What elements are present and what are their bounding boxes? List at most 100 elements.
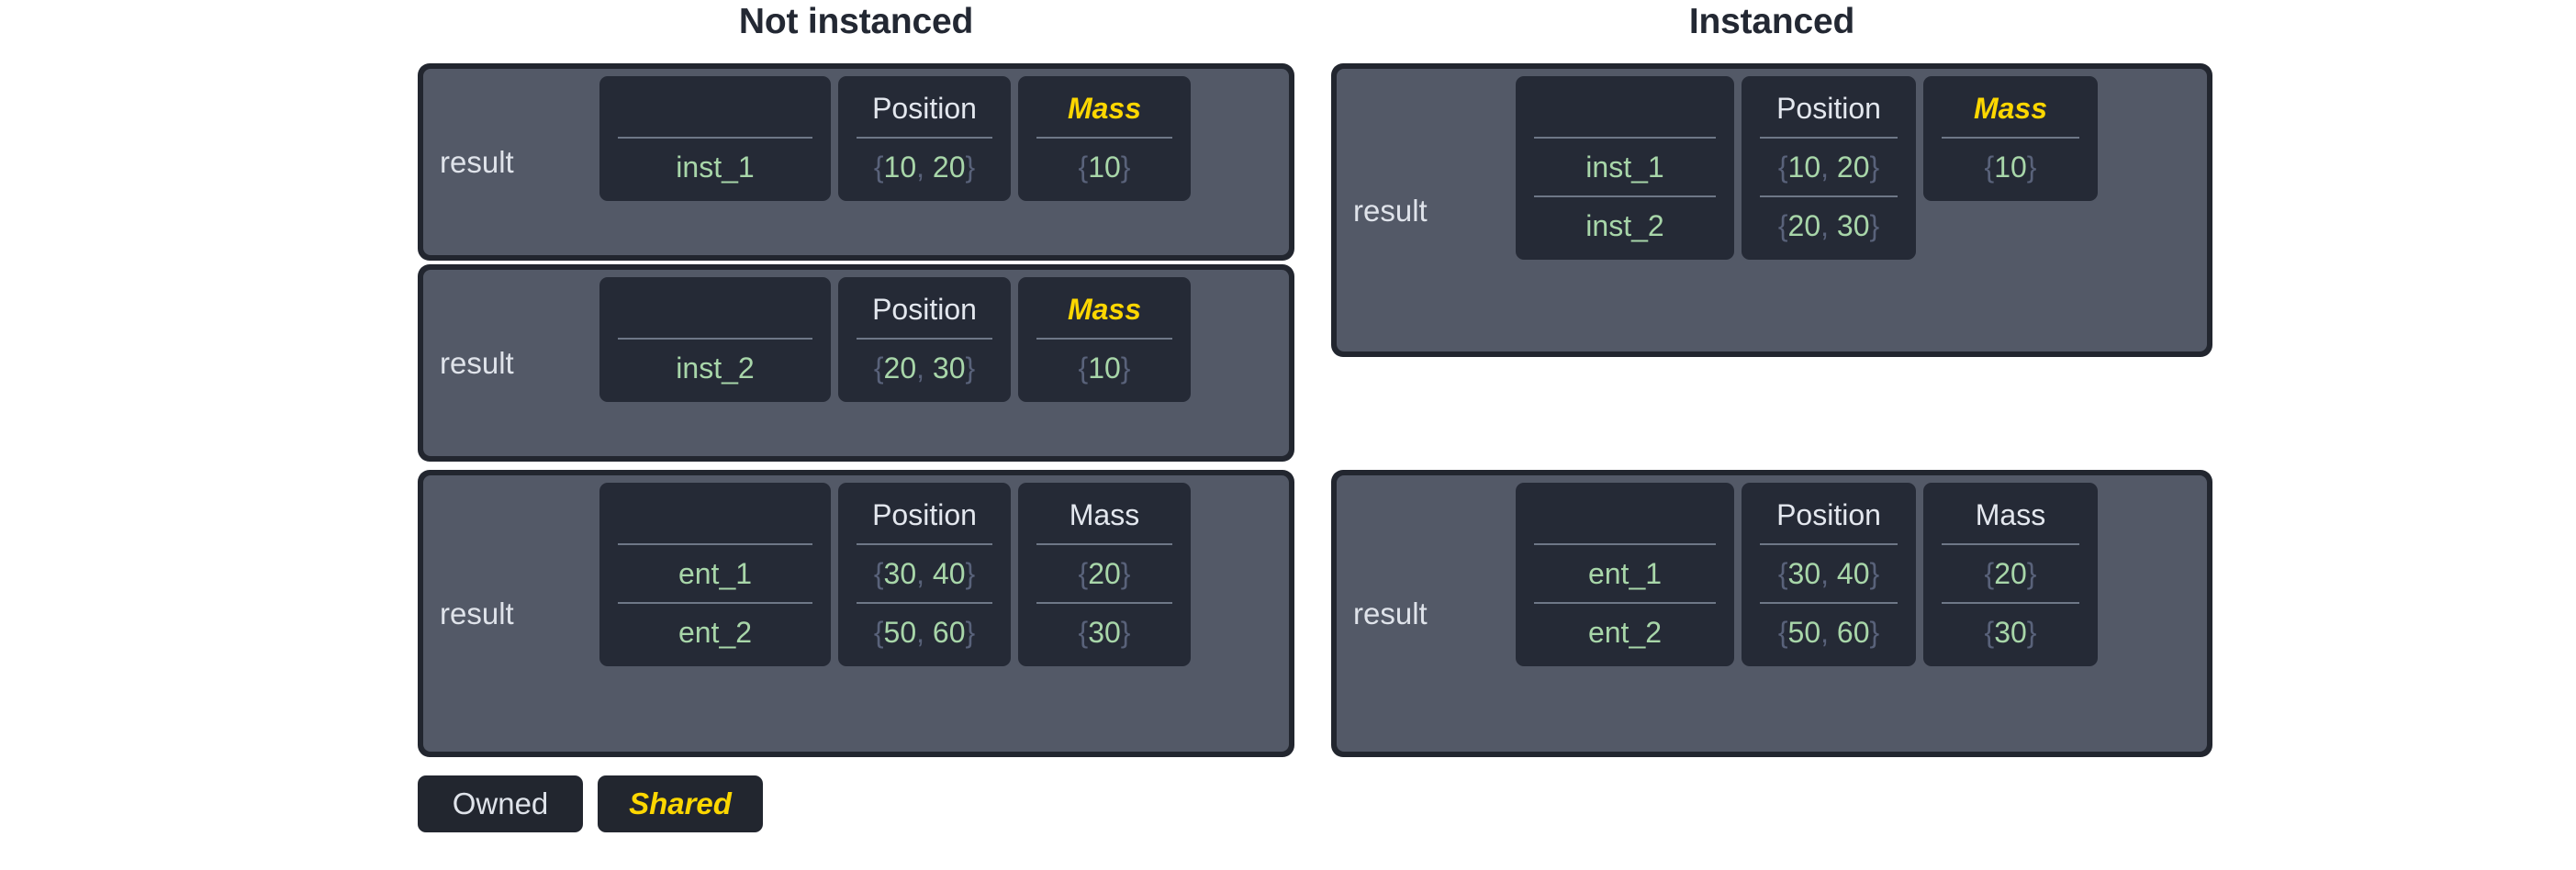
result-column: result (1337, 475, 1516, 752)
cell-value: inst_1 (1585, 150, 1664, 184)
column-mass: Mass {20} {30} (1923, 483, 2098, 666)
table-row: {30, 40} (1742, 545, 1916, 602)
cell-value: {10} (1078, 351, 1131, 385)
column-mass: Mass {20} {30} (1018, 483, 1191, 666)
column-header-mass: Mass (1975, 497, 2046, 531)
column-header-position: Position (872, 497, 977, 531)
table-left-ent: result ent_1 ent_2 Position { (418, 470, 1294, 757)
legend-chip-shared: Shared (598, 775, 763, 832)
result-column: result (423, 475, 599, 752)
cell-divider (1942, 543, 2079, 545)
result-column: result (423, 69, 599, 255)
column-entity: ent_1 ent_2 (1516, 483, 1734, 666)
column-header-entity (599, 486, 831, 543)
table-row: {30} (1923, 604, 2098, 661)
column-header-entity (599, 80, 831, 137)
table-right-inst: result inst_1 inst_2 Position (1331, 63, 2212, 357)
column-mass: Mass {10} (1018, 277, 1191, 402)
result-label: result (1353, 597, 1428, 630)
cell-value: ent_2 (678, 615, 753, 649)
legend-chip-owned: Owned (418, 775, 583, 832)
cell-value: inst_2 (676, 351, 755, 385)
cell-divider (618, 602, 812, 604)
cell-divider (1760, 137, 1898, 139)
table-row: inst_2 (599, 340, 831, 396)
column-header-position: Position (872, 91, 977, 125)
table-row: ent_2 (1516, 604, 1734, 661)
column-position: Position {10, 20} {20, 30} (1742, 76, 1916, 260)
column-position: Position {30, 40} {50, 60} (1742, 483, 1916, 666)
cell-value: {30, 40} (1777, 556, 1880, 590)
table-row: {10} (1018, 340, 1191, 396)
table-row: {10, 20} (838, 139, 1011, 195)
column-header-mass: Mass (1973, 91, 2048, 125)
table-row: {20} (1018, 545, 1191, 602)
column-position: Position {30, 40} {50, 60} (838, 483, 1011, 666)
result-label: result (440, 145, 514, 179)
cell-divider (1942, 137, 2079, 139)
cell-divider (1036, 543, 1172, 545)
cell-divider (857, 338, 992, 340)
cell-value: {10} (1078, 150, 1131, 184)
cell-value: ent_1 (1587, 556, 1663, 590)
cell-value: {10, 20} (1777, 150, 1880, 184)
column-position: Position {10, 20} (838, 76, 1011, 201)
cell-divider (618, 137, 812, 139)
cell-value: inst_1 (676, 150, 755, 184)
cell-divider (1760, 602, 1898, 604)
column-header-entity (1516, 486, 1734, 543)
cell-value: {20} (1984, 556, 2037, 590)
table-row: {20, 30} (838, 340, 1011, 396)
column-mass-shared: Mass {10} (1923, 76, 2098, 201)
column-header-mass: Mass (1069, 497, 1140, 531)
table-row: {10} (1018, 139, 1191, 195)
page-title-instanced: Instanced (1688, 2, 1855, 41)
column-entity: inst_1 (599, 76, 831, 201)
cell-divider (1760, 195, 1898, 197)
cell-divider (1534, 602, 1716, 604)
table-row: {50, 60} (1742, 604, 1916, 661)
table-row: ent_1 (599, 545, 831, 602)
cell-value: ent_2 (1587, 615, 1663, 649)
column-mass: Mass {10} (1018, 76, 1191, 201)
cell-divider (857, 543, 992, 545)
column-entity: ent_1 ent_2 (599, 483, 831, 666)
column-header-mass: Mass (1067, 91, 1142, 125)
column-header-position: Position (1776, 91, 1881, 125)
cell-divider (1942, 602, 2079, 604)
column-header-position: Position (872, 292, 977, 326)
column-entity: inst_1 inst_2 (1516, 76, 1734, 260)
cell-divider (618, 338, 812, 340)
page-title-not-instanced: Not instanced (738, 2, 974, 41)
cell-value: {30} (1984, 615, 2037, 649)
cell-value: {30, 40} (873, 556, 976, 590)
cell-divider (1534, 137, 1716, 139)
result-label: result (1353, 193, 1428, 228)
cell-value: {50, 60} (873, 615, 976, 649)
cell-divider (1036, 602, 1172, 604)
table-row: {10} (1923, 139, 2098, 195)
legend: Owned Shared (418, 775, 763, 832)
column-position: Position {20, 30} (838, 277, 1011, 402)
cell-divider (1534, 543, 1716, 545)
table-row: ent_2 (599, 604, 831, 661)
table-row: {30} (1018, 604, 1191, 661)
cell-value: inst_2 (1585, 208, 1664, 242)
cell-value: {10} (1984, 150, 2037, 184)
table-row: {50, 60} (838, 604, 1011, 661)
legend-label-shared: Shared (629, 786, 732, 820)
cell-divider (857, 602, 992, 604)
cell-value: {20} (1078, 556, 1131, 590)
cell-divider (857, 137, 992, 139)
cell-value: ent_1 (678, 556, 753, 590)
table-row: {20, 30} (1742, 197, 1916, 254)
cell-divider (1036, 338, 1172, 340)
result-label: result (440, 346, 514, 380)
table-row: {20} (1923, 545, 2098, 602)
result-label: result (440, 597, 514, 630)
cell-divider (618, 543, 812, 545)
column-header-position: Position (1776, 497, 1881, 531)
column-header-entity (1516, 80, 1734, 137)
legend-label-owned: Owned (452, 786, 549, 820)
table-row: {30, 40} (838, 545, 1011, 602)
